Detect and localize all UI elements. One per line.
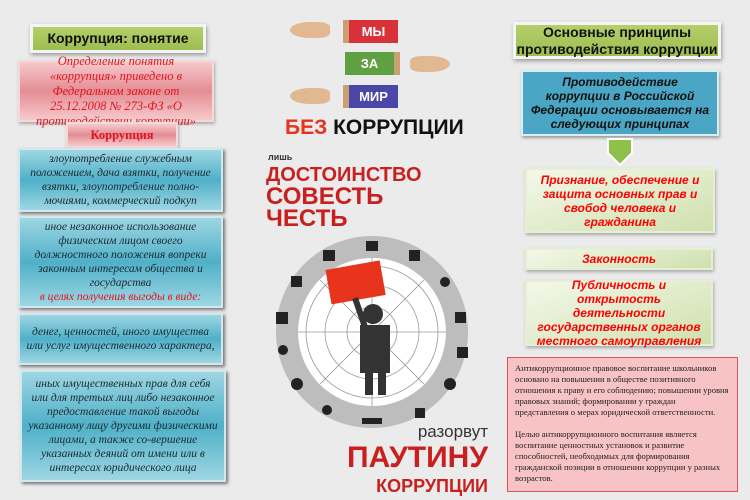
- bell-icon: [291, 378, 303, 390]
- corruption-box-3: денег, ценностей, иного имущества или ус…: [18, 313, 223, 365]
- education-note: Антикоррупционное правовое воспитание шк…: [507, 357, 738, 492]
- bar-za: ЗА: [345, 52, 400, 75]
- building-icon: [455, 312, 466, 323]
- values-list: ДОСТОИНСТВО СОВЕСТЬ ЧЕСТЬ: [266, 164, 422, 232]
- value-chest: ЧЕСТЬ: [266, 205, 348, 232]
- ring-icons: [276, 241, 468, 424]
- medical-icon: [276, 312, 288, 324]
- hand-icon: [290, 22, 330, 38]
- box-text: иных имущественных прав для себя или для…: [28, 378, 218, 474]
- hand-icon: [290, 88, 330, 104]
- bank-icon: [323, 250, 335, 261]
- corruption-web-emblem: [276, 236, 468, 428]
- note-paragraph-2: Целью антикоррупционного воспитания явля…: [515, 429, 721, 483]
- principle-1: Признание, обеспечение и защита основных…: [525, 168, 715, 233]
- corruption-box-2: иное незаконное использование физическим…: [18, 216, 223, 308]
- asterisk-icon: [322, 405, 332, 415]
- pautinu-label: ПАУТИНУ: [347, 441, 488, 474]
- note-paragraph-1: Антикоррупционное правовое воспитание шк…: [515, 363, 729, 417]
- principles-intro: Противодействие коррупции в Российской Ф…: [521, 70, 719, 136]
- hand-icon: [410, 56, 450, 72]
- arrow-down-icon: [607, 138, 633, 167]
- left-title: Коррупция: понятие: [30, 24, 206, 53]
- principle-3: Публичность и открытость деятельности го…: [525, 278, 713, 348]
- term-box: Коррупция: [66, 122, 178, 148]
- handcuffs-icon: [440, 277, 450, 287]
- value-dostoinstvo: ДОСТОИНСТВО: [266, 164, 422, 186]
- box-text: злоупотребление служебным положением, да…: [30, 153, 211, 207]
- scales-icon: [366, 241, 378, 251]
- lish-label: лишь: [268, 152, 293, 162]
- tool-icon: [291, 276, 302, 287]
- principle-2: Законность: [525, 248, 713, 270]
- car-icon: [362, 418, 382, 424]
- box-text: денег, ценностей, иного имущества или ус…: [26, 326, 215, 352]
- badge-icon: [457, 347, 468, 358]
- korrupcii-label: КОРРУПЦИИ: [376, 476, 488, 496]
- bar-mir: МИР: [343, 85, 398, 108]
- slogan: БЕЗ КОРРУПЦИИ: [285, 116, 464, 140]
- protester-figure: [325, 260, 390, 395]
- bar-my: МЫ: [343, 20, 398, 43]
- slogan-korrupcii: КОРРУПЦИИ: [333, 116, 464, 139]
- slogan-bez: БЕЗ: [285, 116, 328, 139]
- right-title: Основные принципы противодействия корруп…: [513, 22, 721, 59]
- gear-icon: [444, 378, 456, 390]
- corruption-box-4: иных имущественных прав для себя или для…: [20, 370, 226, 482]
- box-text: иное незаконное использование физическим…: [34, 221, 207, 289]
- key-icon: [278, 345, 288, 355]
- box-red-text: в целях получения выгоды в виде:: [39, 291, 202, 303]
- definition-box: Определение понятия «коррупция» приведен…: [18, 54, 214, 128]
- money-icon: [409, 250, 420, 261]
- diamond-icon: [415, 408, 425, 418]
- value-sovest: СОВЕСТЬ: [266, 183, 384, 210]
- razorvut-label: разорвут: [417, 422, 488, 441]
- corruption-box-1: злоупотребление служебным положением, да…: [18, 148, 223, 212]
